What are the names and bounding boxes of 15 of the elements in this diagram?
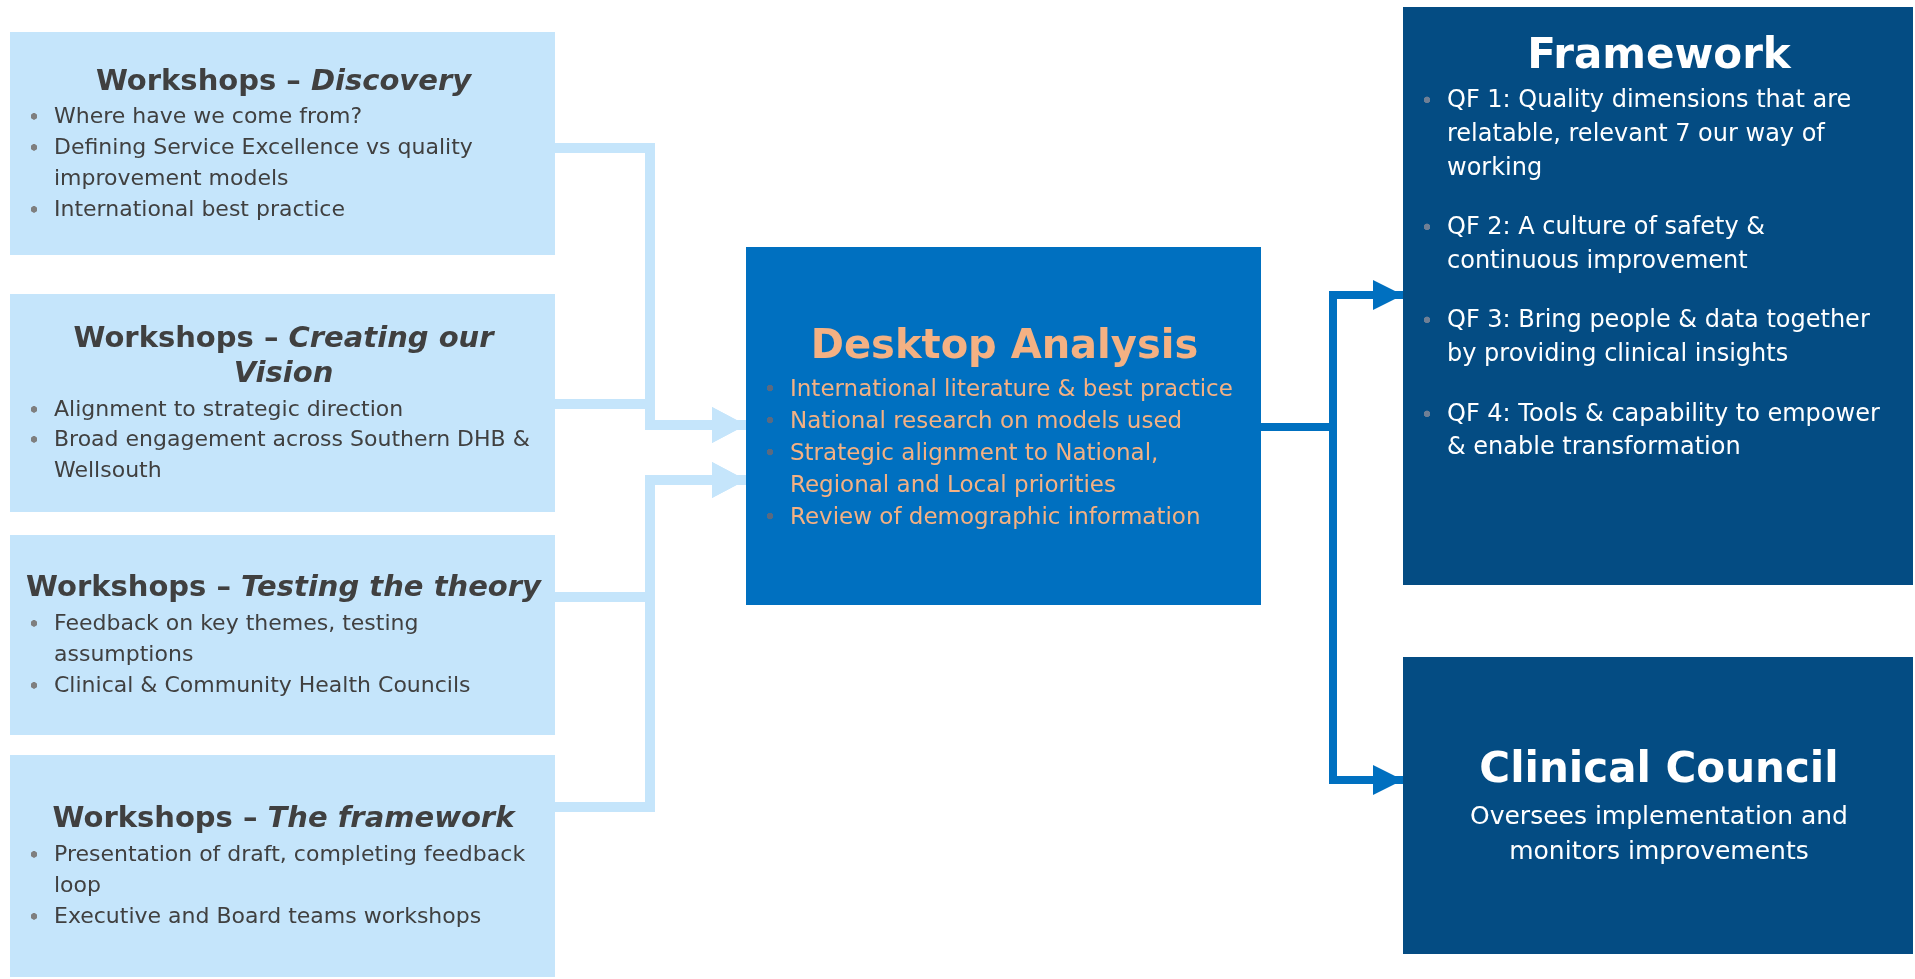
workshop-box	[10, 294, 555, 512]
box-heading: Clinical Council	[1478, 743, 1840, 794]
box-heading: Framework	[1526, 29, 1792, 80]
box-heading: Workshops – The framework	[51, 800, 517, 836]
framework-box	[1403, 7, 1913, 585]
analysis-box	[746, 247, 1261, 605]
box-heading: Workshops – Discovery	[94, 62, 473, 98]
box-heading: Workshops – Testing the theory	[26, 569, 541, 605]
box-text: Oversees implementation and monitors improvements	[1469, 799, 1849, 867]
workshop-box	[10, 535, 555, 735]
council-box	[1403, 657, 1913, 954]
box-heading: Desktop Analysis	[809, 319, 1200, 368]
workshop-box	[10, 755, 555, 977]
workshop-box	[10, 32, 555, 255]
box-heading: Workshops – Creating our Vision	[72, 320, 496, 390]
